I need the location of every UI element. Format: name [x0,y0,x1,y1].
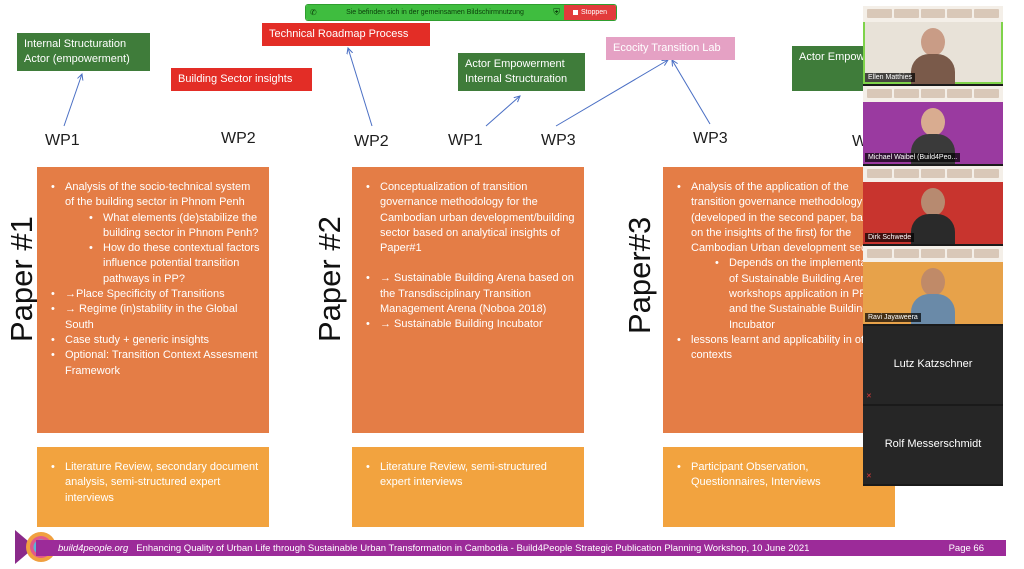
bullet-item: → Sustainable Building Incubator [366,317,576,333]
paper-2-content: Conceptualization of transition governan… [352,167,584,433]
wp-label: WP2 [354,133,389,150]
participant-tile[interactable]: Michael Waibel (Build4Peo... [863,86,1003,164]
methods-item: Literature Review, secondary document an… [51,460,261,506]
wp-label: WP1 [45,132,80,149]
paper-3-list: Analysis of the application of the trans… [677,180,887,364]
wp-label: WP1 [448,132,483,149]
video-panel[interactable]: Ellen Matthies Michael Waibel (Build4Peo… [863,6,1003,486]
tag-ecocity-lab: Ecocity Transition Lab [606,37,735,60]
methods-item: Participant Observation, Questionnaires,… [677,460,887,491]
sub-bullet-item: Depends on the implementation of Sustain… [677,256,887,332]
bullet-item: lessons learnt and applicability in othe… [677,333,887,364]
paper-2-list: Conceptualization of transition governan… [366,180,576,333]
arrow-wp3b-ecocity [672,60,711,125]
screen-share-bar: ✆ Sie befinden sich in der gemeinsamen B… [306,5,616,20]
bullet-item: → Sustainable Building Arena based on th… [366,271,576,317]
participant-name: Ravi Jayaweera [865,313,921,322]
wp-label: WP3 [541,132,576,149]
participant-name: Ellen Matthies [865,73,915,82]
bullet-item: Analysis of the application of the trans… [677,180,887,256]
tag-building-sector: Building Sector insights [171,68,312,91]
share-message: Sie befinden sich in der gemeinsamen Bil… [346,9,524,16]
footer-bar: build4people.org Enhancing Quality of Ur… [36,540,1006,556]
participant-video [911,188,955,244]
sub-bullet-item: What elements (de)stabilize the building… [51,211,261,242]
sub-bullet-item: How do these contextual factors influenc… [51,241,261,287]
bullet-item: →Place Specificity of Transitions [51,287,261,303]
tag-internal-structuration: Internal Structuration Actor (empowermen… [17,33,150,71]
stop-share-button[interactable]: Stoppen [564,5,616,20]
methods-item: Literature Review, semi-structured exper… [366,460,576,491]
participant-name: Dirk Schwede [865,233,915,242]
paper-1-content: Analysis of the socio-technical system o… [37,167,269,433]
footer-text: Enhancing Quality of Urban Life through … [136,542,810,554]
participant-tile[interactable]: Ravi Jayaweera [863,246,1003,324]
arrow-wp1-internal [63,74,82,127]
tag-actor-empowerment: Actor Empowerment Internal Structuration [458,53,585,91]
participant-video [911,28,955,84]
page-number: Page 66 [948,542,984,554]
phone-icon: ✆ [310,8,317,17]
arrow-wp1-actor [485,96,520,127]
paper-2-methods: Literature Review, semi-structured exper… [352,447,584,527]
paper-1-list: Analysis of the socio-technical system o… [51,180,261,379]
paper-1-methods: Literature Review, secondary document an… [37,447,269,527]
participant-tile[interactable]: Rolf Messerschmidt ✕ [863,406,1003,484]
muted-mic-icon: ✕ [866,473,872,480]
participant-name: Lutz Katzschner [893,358,973,370]
participant-name: Michael Waibel (Build4Peo... [865,153,961,162]
footer-brand: build4people.org [58,542,129,554]
bullet-item: → Regime (in)stability in the Global Sou… [51,302,261,333]
stop-icon [572,10,578,15]
slide-thumbnail-strip [863,86,1003,102]
paper-1-label: Paper #1 [4,216,39,342]
arrow-wp2-roadmap [348,48,373,127]
bullet-item: Conceptualization of transition governan… [366,180,576,256]
participant-tile[interactable]: Dirk Schwede [863,166,1003,244]
bullet-item: Case study + generic insights [51,333,261,349]
participant-tile[interactable]: Ellen Matthies [863,6,1003,84]
shield-icon: ⛨ [553,7,560,17]
paper-2-label: Paper #2 [312,216,347,342]
slide-thumbnail-strip [863,246,1003,262]
share-status: ✆ Sie befinden sich in der gemeinsamen B… [306,5,564,20]
slide-thumbnail-strip [863,166,1003,182]
participant-name: Rolf Messerschmidt [884,438,982,450]
participant-tile[interactable]: Lutz Katzschner ✕ [863,326,1003,404]
paper-3-content: Analysis of the application of the trans… [663,167,895,433]
paper-3-label: Paper#3 [622,216,657,334]
tag-actor-empowerment-2: Actor Empowerment Internal Structuration [792,46,863,91]
muted-mic-icon: ✕ [866,393,872,400]
slide-thumbnail-strip [863,6,1003,22]
tag-technical-roadmap: Technical Roadmap Process [262,23,430,46]
wp-label: WP2 [221,130,256,147]
stop-label: Stoppen [580,9,608,16]
bullet-item: Analysis of the socio-technical system o… [51,180,261,211]
paper-3-methods: Participant Observation, Questionnaires,… [663,447,895,527]
bullet-item: Optional: Transition Context Assesment F… [51,348,261,379]
wp-label: WP3 [693,130,728,147]
